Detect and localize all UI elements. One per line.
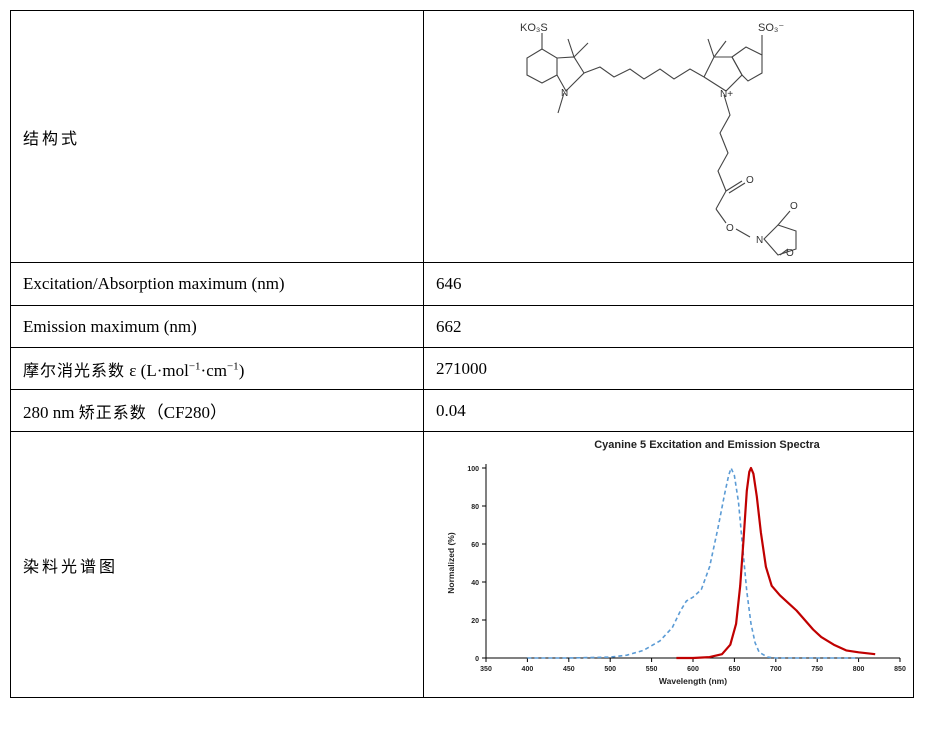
extinction-label-close: ) (238, 360, 245, 380)
extinction-sup-1: −1 (188, 359, 201, 372)
y-tick-label: 80 (471, 504, 479, 511)
y-axis-label: Normalized (%) (446, 532, 456, 594)
y-tick-label: 20 (471, 618, 479, 625)
excitation-label: Excitation/Absorption maximum (nm) (10, 262, 424, 306)
x-tick-label: 550 (646, 666, 658, 673)
n-right-label: N+ (720, 89, 733, 100)
x-tick-label: 450 (563, 666, 575, 673)
x-tick-label: 650 (729, 666, 741, 673)
extinction-value: 271000 (423, 347, 914, 390)
spectrum-cell: Cyanine 5 Excitation and Emission Spectr… (423, 431, 914, 698)
x-tick-label: 500 (604, 666, 616, 673)
cf280-label-paren: （CF280） (146, 403, 228, 422)
properties-table: 结构式 (10, 10, 914, 698)
x-tick-label: 800 (853, 666, 865, 673)
row-spectrum: 染料光谱图 Cyanine 5 Excitation and Emission … (10, 431, 914, 698)
cf280-label-zh: 矫正系数 (78, 403, 147, 422)
o-bottom-label: O (786, 248, 794, 257)
cf280-label-num: 280 nm (23, 403, 75, 422)
structure-label: 结构式 (23, 128, 81, 148)
x-tick-label: 850 (894, 666, 906, 673)
y-tick-label: 60 (471, 542, 479, 549)
spectrum-label-cell: 染料光谱图 (10, 431, 424, 698)
n-left-label: N (561, 88, 568, 99)
extinction-label: 摩尔消光系数 ε (L·mol−1·cm−1) (10, 347, 424, 390)
spectrum-label: 染料光谱图 (23, 556, 119, 576)
chart-title: Cyanine 5 Excitation and Emission Spectr… (594, 439, 820, 451)
cf280-value: 0.04 (423, 389, 914, 432)
o-top-label: O (790, 201, 798, 212)
row-extinction: 摩尔消光系数 ε (L·mol−1·cm−1) 271000 (10, 347, 914, 390)
o-link-label: O (726, 223, 734, 234)
structure-label-cell: 结构式 (10, 10, 424, 263)
cf280-label: 280 nm 矫正系数（CF280） (10, 389, 424, 432)
y-tick-label: 40 (471, 580, 479, 587)
row-emission: Emission maximum (nm) 662 (10, 305, 914, 348)
group-right-label: SO₃⁻ (758, 22, 784, 34)
emission-series-line (676, 466, 876, 660)
extinction-label-unit: ε (L·mol (129, 360, 189, 380)
group-left-label: KO₃S (520, 22, 548, 34)
n-imide-label: N (756, 235, 763, 246)
row-cf280: 280 nm 矫正系数（CF280） 0.04 (10, 389, 914, 432)
structure-formula: KO₃S SO₃⁻ N N+ O O N O O (520, 22, 798, 259)
x-tick-label: 350 (480, 666, 492, 673)
spectrum-chart: Cyanine 5 Excitation and Emission Spectr… (446, 439, 906, 686)
extinction-sup-2: −1 (226, 359, 239, 372)
emission-value: 662 (423, 305, 914, 348)
x-axis-label: Wavelength (nm) (659, 676, 727, 686)
row-excitation: Excitation/Absorption maximum (nm) 646 (10, 262, 914, 306)
y-tick-label: 100 (467, 466, 479, 473)
extinction-label-zh: 摩尔消光系数 (23, 360, 126, 380)
excitation-series-line (527, 467, 859, 659)
x-tick-label: 750 (811, 666, 823, 673)
excitation-value: 646 (423, 262, 914, 306)
y-tick-label: 0 (475, 656, 479, 663)
x-tick-label: 400 (522, 666, 534, 673)
row-structure: 结构式 (10, 10, 914, 263)
x-tick-label: 700 (770, 666, 782, 673)
o-ester-label: O (746, 175, 754, 186)
extinction-label-cm: ·cm (200, 360, 227, 380)
x-tick-label: 600 (687, 666, 699, 673)
emission-label: Emission maximum (nm) (10, 305, 424, 348)
structure-cell: KO₃S SO₃⁻ N N+ O O N O O (423, 10, 914, 263)
